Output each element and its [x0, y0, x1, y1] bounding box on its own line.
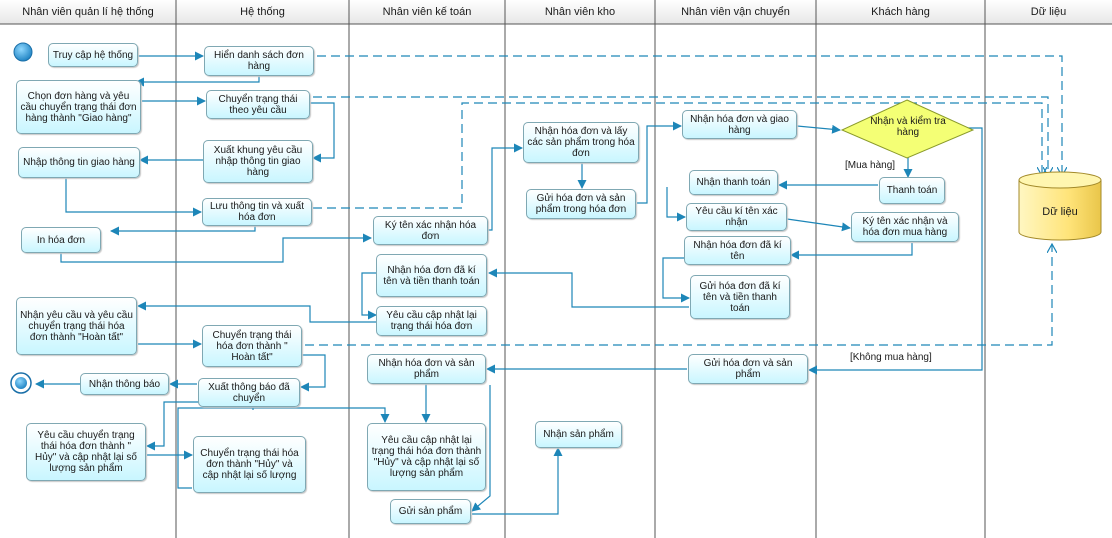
- action-sign-invoice: Ký tên xác nhận hóa đơn: [373, 216, 488, 245]
- lane-title-accountant: Nhân viên kế toán: [382, 6, 472, 18]
- lane-title-system-admin: Nhân viên quản lí hệ thống: [22, 6, 154, 18]
- action-receive-notification: Nhận thông báo: [80, 373, 169, 395]
- action-receive-invoice-products: Nhận hóa đơn và sản phẩm: [367, 354, 486, 384]
- lane-title-customer: Khách hàng: [871, 6, 930, 18]
- decision-check-goods: Nhận và kiểm tra hàng: [870, 116, 946, 138]
- action-receive-invoice-collect: Nhận hóa đơn và lấy các sản phẩm trong h…: [523, 122, 639, 163]
- datastore-label: Dữ liệu: [1042, 206, 1078, 218]
- action-access-system: Truy cập hệ thống: [48, 43, 138, 67]
- lane-title-system: Hệ thống: [240, 6, 285, 18]
- action-receive-products: Nhận sản phẩm: [535, 421, 622, 448]
- action-return-invoice-products: Gửi hóa đơn và sản phẩm: [688, 354, 808, 384]
- action-change-status: Chuyển trạng thái theo yêu cầu: [206, 90, 310, 119]
- action-receive-payment: Nhận thanh toán: [689, 170, 778, 195]
- lane-title-warehouse: Nhân viên kho: [544, 6, 616, 18]
- action-accountant-receive-payment: Nhận hóa đơn đã kí tên và tiền thanh toá…: [376, 254, 487, 297]
- action-send-products: Gửi sản phẩm: [390, 499, 471, 524]
- action-request-status-update: Yêu cầu cập nhật lại trạng thái hóa đơn: [376, 306, 487, 336]
- action-enter-shipping-info: Nhập thông tin giao hàng: [18, 147, 140, 178]
- action-pay: Thanh toán: [879, 177, 945, 204]
- action-request-signature: Yêu cầu kí tên xác nhận: [686, 203, 787, 231]
- action-show-order-list: Hiển danh sách đơn hàng: [204, 46, 314, 76]
- lane-title-data: Dữ liệu: [1030, 6, 1067, 18]
- action-set-complete: Chuyển trạng thái hóa đơn thành " Hoàn t…: [202, 325, 302, 367]
- action-send-invoice-products: Gửi hóa đơn và sản phẩm trong hóa đơn: [526, 189, 636, 219]
- action-receive-and-deliver: Nhận hóa đơn và giao hàng: [682, 110, 797, 139]
- guard-no-buy: [Không mua hàng]: [850, 352, 932, 363]
- action-save-and-invoice: Lưu thông tin và xuất hóa đơn: [202, 198, 312, 226]
- action-send-notification: Xuất thông báo đã chuyển: [198, 378, 300, 407]
- action-request-cancel-update: Yêu cầu cập nhật lại trạng thái hóa đơn …: [367, 423, 486, 491]
- lane-title-shipper: Nhân viên vận chuyển: [681, 6, 790, 18]
- action-print-invoice: In hóa đơn: [21, 227, 101, 253]
- action-customer-sign: Ký tên xác nhận và hóa đơn mua hàng: [851, 212, 959, 242]
- action-request-cancel: Yêu cầu chuyển trạng thái hóa đơn thành …: [26, 423, 146, 481]
- action-receive-signed-invoice: Nhận hóa đơn đã kí tên: [684, 236, 791, 265]
- action-set-cancel: Chuyển trạng thái hóa đơn thành "Hủy" và…: [193, 436, 306, 493]
- action-send-signed-invoice: Gửi hóa đơn đã kí tên và tiền thanh toán: [690, 275, 790, 319]
- guard-buy: [Mua hàng]: [845, 160, 896, 171]
- action-select-order: Chọn đơn hàng và yêu cầu chuyển trạng th…: [16, 80, 141, 134]
- action-show-shipping-form: Xuất khung yêu cầu nhập thông tin giao h…: [203, 140, 313, 183]
- action-request-complete: Nhận yêu cầu và yêu cầu chuyển trạng thá…: [16, 297, 137, 355]
